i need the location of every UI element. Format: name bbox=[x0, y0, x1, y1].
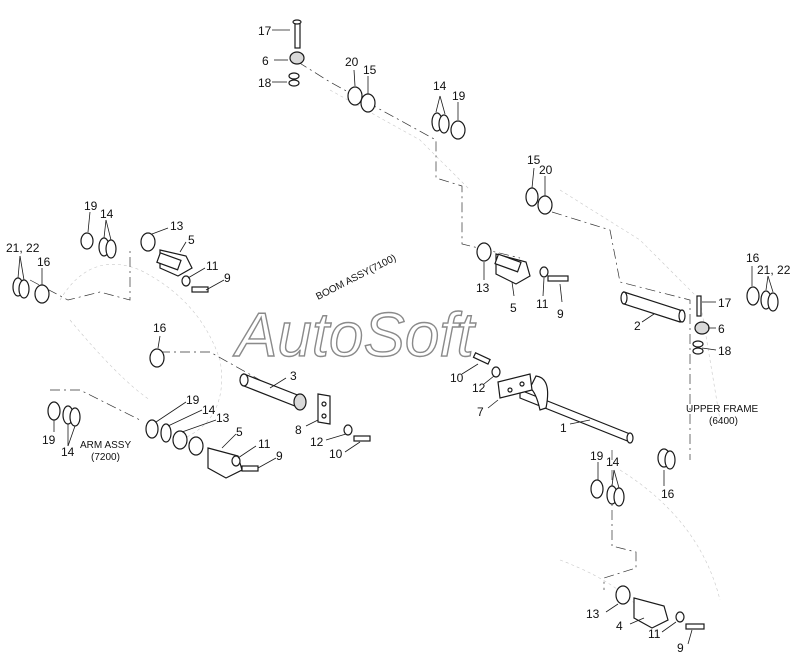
callout-14: 14 bbox=[100, 207, 114, 221]
arm-assy-label-line1: ARM ASSY bbox=[80, 440, 131, 451]
callout-11: 11 bbox=[648, 627, 661, 641]
pin-shaft-2 bbox=[623, 291, 681, 323]
callout-6: 6 bbox=[718, 322, 725, 336]
left-lower-group: 19 14 19 14 13 5 11 9 bbox=[42, 393, 283, 479]
bolt-part bbox=[294, 21, 301, 49]
callout-9: 9 bbox=[276, 449, 283, 463]
upper-frame-label-line2: (6400) bbox=[709, 416, 738, 427]
center-group: 10 12 7 1 2 bbox=[450, 291, 686, 444]
nut-part bbox=[288, 72, 300, 80]
mid-pin-group: 13 5 11 9 bbox=[476, 242, 569, 321]
callout-13: 13 bbox=[170, 219, 184, 233]
washer-part bbox=[347, 86, 363, 106]
callout-14: 14 bbox=[433, 79, 447, 93]
callout-12: 12 bbox=[310, 435, 324, 449]
callout-10: 10 bbox=[329, 447, 343, 461]
callout-13: 13 bbox=[586, 607, 600, 621]
callout-9: 9 bbox=[677, 641, 684, 655]
callout-16: 16 bbox=[153, 321, 167, 335]
callout-19: 19 bbox=[590, 449, 604, 463]
callout-5: 5 bbox=[510, 301, 517, 315]
callout-5: 5 bbox=[188, 233, 195, 247]
washer-part bbox=[360, 93, 376, 113]
callout-14: 14 bbox=[202, 403, 216, 417]
arm-assy-label-line2: (7200) bbox=[91, 452, 120, 463]
callout-13: 13 bbox=[476, 281, 490, 295]
callout-16: 16 bbox=[661, 487, 675, 501]
callout-21-22: 21, 22 bbox=[757, 263, 791, 277]
callout-17: 17 bbox=[258, 24, 272, 38]
collar-part bbox=[289, 51, 305, 65]
top-washer-group-a: 20 15 bbox=[345, 55, 377, 113]
callout-19: 19 bbox=[42, 433, 56, 447]
right-side-group: 16 21, 22 17 6 18 16 bbox=[657, 251, 791, 501]
callout-14: 14 bbox=[61, 445, 75, 459]
callout-19: 19 bbox=[186, 393, 200, 407]
callout-18: 18 bbox=[718, 344, 732, 358]
left-upper-group: 19 14 21, 22 16 13 5 11 9 bbox=[6, 199, 231, 304]
callout-5: 5 bbox=[236, 425, 243, 439]
callout-15: 15 bbox=[363, 63, 377, 77]
plate-part-7 bbox=[497, 373, 533, 399]
callout-11: 11 bbox=[258, 437, 271, 451]
callout-20: 20 bbox=[345, 55, 359, 69]
callout-6: 6 bbox=[262, 54, 269, 68]
callout-19: 19 bbox=[452, 89, 466, 103]
callout-15: 15 bbox=[527, 153, 541, 167]
callout-3: 3 bbox=[290, 369, 297, 383]
watermark-text: AutoSoft bbox=[232, 301, 477, 370]
boom-assy-label: BOOM ASSY(7100) bbox=[314, 253, 398, 303]
bottom-group: 19 14 13 4 11 9 bbox=[586, 449, 705, 655]
callout-11: 11 bbox=[206, 259, 219, 273]
callout-9: 9 bbox=[557, 307, 564, 321]
callout-11: 11 bbox=[536, 297, 549, 311]
callout-10: 10 bbox=[450, 371, 464, 385]
upper-frame-label-line1: UPPER FRAME bbox=[686, 404, 759, 415]
top-bolt-group: 17 6 18 bbox=[258, 19, 305, 90]
callout-7: 7 bbox=[477, 405, 484, 419]
centre-lines bbox=[29, 61, 691, 590]
top-washer-group-b: 14 19 bbox=[431, 79, 466, 140]
callout-19: 19 bbox=[84, 199, 98, 213]
callout-13: 13 bbox=[216, 411, 230, 425]
callout-14: 14 bbox=[606, 455, 620, 469]
plate-part-8 bbox=[317, 393, 331, 425]
callout-16: 16 bbox=[37, 255, 51, 269]
callout-16: 16 bbox=[746, 251, 760, 265]
callout-4: 4 bbox=[616, 619, 623, 633]
callout-18: 18 bbox=[258, 76, 272, 90]
callout-20: 20 bbox=[539, 163, 553, 177]
callout-21-22: 21, 22 bbox=[6, 241, 40, 255]
callout-9: 9 bbox=[224, 271, 231, 285]
callout-2: 2 bbox=[634, 319, 641, 333]
callout-8: 8 bbox=[295, 423, 302, 437]
right-washer-group-a: 15 20 bbox=[525, 153, 553, 215]
callout-1: 1 bbox=[560, 421, 567, 435]
callout-12: 12 bbox=[472, 381, 486, 395]
callout-17: 17 bbox=[718, 296, 732, 310]
left-mid-group: 16 3 8 12 10 bbox=[149, 321, 371, 461]
